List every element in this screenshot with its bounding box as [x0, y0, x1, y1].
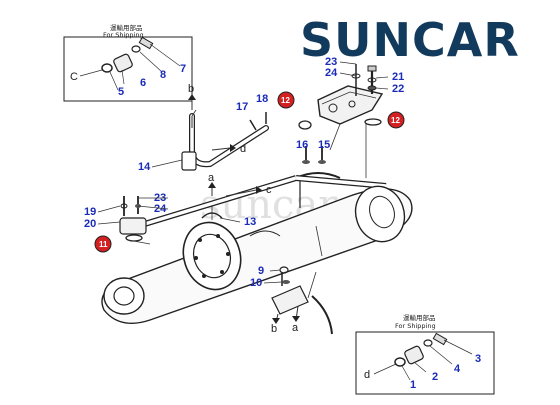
inset-bottom-number-4: 4 [454, 363, 461, 375]
reference-arrows [188, 94, 323, 324]
seal-markers: 12 12 11 [94, 91, 405, 253]
inset-top-letter-c: C [70, 71, 78, 83]
part-number-18: 18 [256, 93, 268, 105]
brand-logo: SUNCAR [300, 13, 520, 67]
inset-bottom-title-cn: 運輸用部品 [403, 313, 436, 322]
inset-bottom-number-3: 3 [475, 353, 481, 365]
part-number-24-left: 24 [154, 203, 167, 215]
part-number-21: 21 [392, 71, 404, 83]
ref-letter-b-top: b [188, 83, 194, 95]
part-number-19: 19 [84, 206, 96, 218]
part-labels: 23 24 21 22 17 18 16 15 14 23 24 19 20 1… [84, 56, 404, 289]
pipe-assembly [181, 109, 269, 171]
part-number-17: 17 [236, 101, 248, 113]
inset-top-title-en: For Shipping [103, 31, 144, 39]
ref-letter-b-bottom: b [271, 323, 277, 335]
inset-top-number-7: 7 [180, 63, 186, 75]
part-number-15: 15 [318, 139, 330, 151]
valve-block [298, 64, 384, 178]
inset-top: 運輸用部品 For Shipping C 5 6 8 7 [63, 23, 193, 102]
ref-letter-d: d [240, 143, 246, 155]
part-number-16: 16 [296, 139, 308, 151]
tube-long [119, 175, 387, 242]
part-number-10: 10 [250, 277, 262, 289]
inset-top-number-8: 8 [160, 69, 166, 81]
seal-callout-11: 11 [99, 240, 108, 249]
part-number-9: 9 [258, 265, 264, 277]
inset-top-number-6: 6 [140, 77, 146, 89]
seal-callout-12-right: 12 [391, 116, 400, 125]
inset-bottom-number-1: 1 [410, 379, 416, 391]
inset-bottom-title-en: For Shipping [395, 322, 436, 330]
inset-bottom-letter-d: d [364, 369, 370, 381]
brand-name: SUNCAR [300, 13, 520, 67]
clamp-bracket-upper [295, 146, 341, 208]
letter-labels: b d a c b a [188, 83, 299, 335]
inset-bottom: 運輸用部品 For Shipping d 1 2 4 3 [355, 313, 495, 395]
cylinder-body [101, 185, 413, 324]
part-number-20: 20 [84, 218, 96, 230]
part-number-22: 22 [392, 83, 404, 95]
part-number-13: 13 [244, 216, 256, 228]
clamp-bracket-lower [271, 266, 333, 335]
ref-letter-a-bottom: a [292, 322, 299, 334]
inset-bottom-number-2: 2 [432, 371, 438, 383]
inset-top-number-5: 5 [118, 86, 124, 98]
ref-letter-a-top: a [208, 172, 215, 184]
part-number-14: 14 [138, 161, 151, 173]
seal-callout-12-left: 12 [281, 96, 290, 105]
part-number-24-top: 24 [325, 67, 338, 79]
ref-letter-c: c [266, 184, 272, 196]
leader-lines [97, 61, 389, 284]
inset-top-title-cn: 運輸用部品 [110, 23, 143, 32]
part-number-23-top: 23 [325, 56, 337, 68]
